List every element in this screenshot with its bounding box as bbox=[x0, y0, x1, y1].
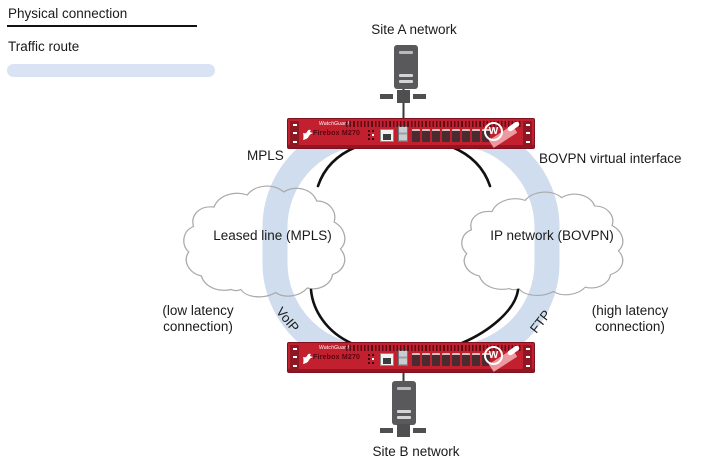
physical-line-bottom-right bbox=[460, 288, 520, 345]
brand-script: WatchGuard bbox=[319, 121, 349, 127]
device-model-label: Firebox M270 bbox=[313, 354, 361, 361]
watchguard-bird-icon bbox=[302, 352, 313, 370]
legend-physical-label: Physical connection bbox=[8, 6, 128, 21]
brand-script: WatchGuard bbox=[319, 345, 349, 351]
mpls-interface-label: MPLS bbox=[247, 148, 284, 163]
vent-grille bbox=[346, 121, 521, 127]
site-b-label: Site B network bbox=[372, 444, 460, 459]
legend-traffic-bar bbox=[7, 64, 215, 77]
usb-ports bbox=[398, 126, 408, 142]
management-port bbox=[380, 129, 394, 142]
led-indicators bbox=[368, 130, 370, 132]
right-cloud-outline bbox=[461, 191, 624, 296]
legend-traffic-label: Traffic route bbox=[8, 39, 80, 54]
vent-slots-left bbox=[290, 345, 299, 370]
vent-grille bbox=[346, 345, 521, 351]
watchguard-logo: W bbox=[484, 122, 503, 141]
bovpn-interface-label: BOVPN virtual interface bbox=[539, 151, 682, 166]
physical-line-bottom-left bbox=[309, 288, 353, 345]
firewall-bottom: WatchGuard Firebox M270 W bbox=[287, 342, 535, 373]
device-model-label: Firebox M270 bbox=[313, 130, 361, 137]
site-b-network-connector-icon bbox=[380, 424, 426, 437]
left-cloud-label: Leased line (MPLS) bbox=[213, 228, 332, 243]
site-a-label: Site A network bbox=[371, 22, 457, 37]
usb-ports bbox=[398, 350, 408, 366]
left-cloud-outline bbox=[183, 185, 346, 298]
led-indicators bbox=[368, 354, 370, 356]
right-cloud-label: IP network (BOVPN) bbox=[490, 228, 614, 243]
low-latency-note: (low latency connection) bbox=[162, 303, 234, 334]
watchguard-bird-icon bbox=[302, 128, 313, 146]
site-a-network-connector-icon bbox=[380, 90, 426, 103]
vent-slots-right bbox=[523, 345, 532, 370]
vent-slots-left bbox=[290, 121, 299, 146]
site-a-server-icon bbox=[394, 45, 418, 89]
site-b-server-icon bbox=[392, 381, 416, 425]
physical-line-top-right bbox=[450, 145, 492, 188]
firewall-top: WatchGuard Firebox M270 W bbox=[287, 118, 535, 149]
high-latency-note: (high latency connection) bbox=[591, 303, 669, 334]
management-port bbox=[380, 353, 394, 366]
legend-physical-line bbox=[7, 25, 197, 27]
ethernet-ports bbox=[412, 353, 490, 366]
vent-slots-right bbox=[523, 121, 532, 146]
ethernet-ports bbox=[412, 129, 490, 142]
watchguard-logo: W bbox=[484, 346, 503, 365]
